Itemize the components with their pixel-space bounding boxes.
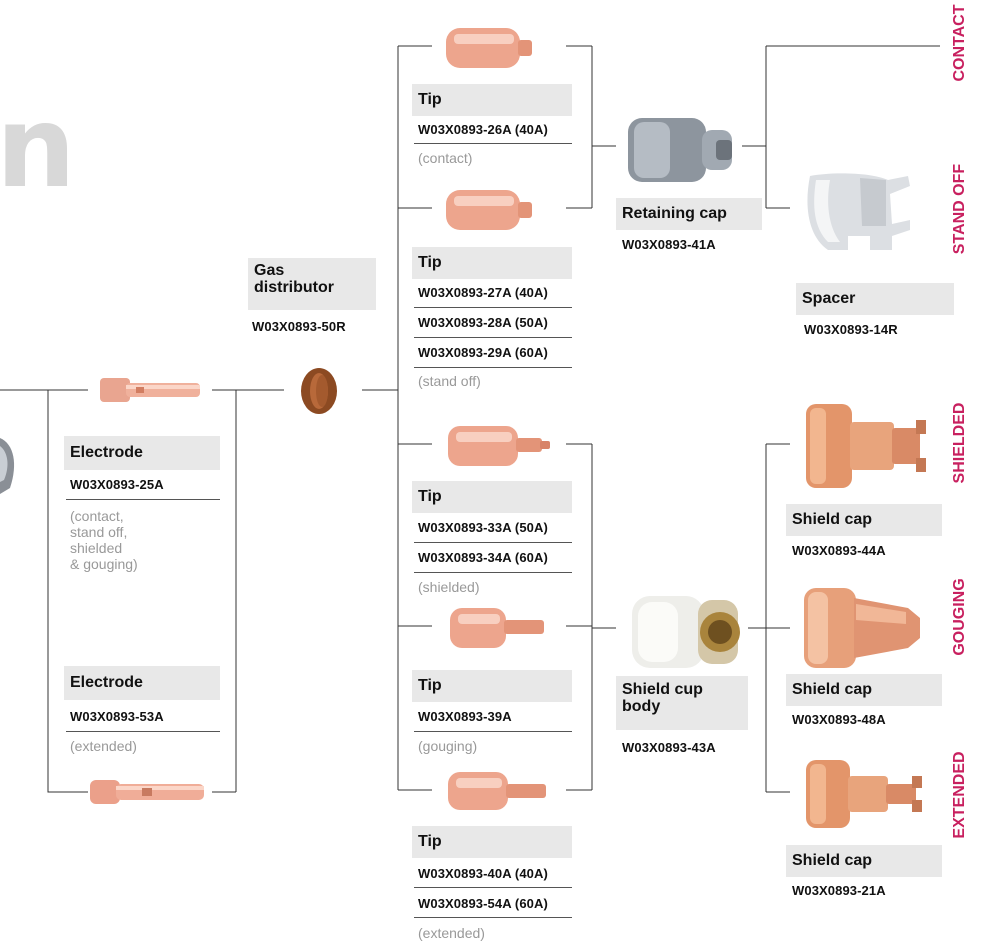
- shield-cap-shielded-image: [806, 404, 926, 488]
- tip-title: Tip: [412, 247, 572, 279]
- retaining-cap-image: [628, 118, 732, 182]
- shield-cap-code: W03X0893-48A: [792, 712, 886, 727]
- tip-code: W03X0893-33A (50A): [418, 520, 548, 535]
- tip-code: W03X0893-40A (40A): [418, 866, 548, 881]
- electrode-note: (extended): [70, 738, 137, 754]
- shield-cup-body-code: W03X0893-43A: [622, 740, 716, 755]
- tip-code: W03X0893-34A (60A): [418, 550, 548, 565]
- side-label-extended: EXTENDED: [951, 751, 968, 839]
- tip-shielded-image: [448, 426, 550, 466]
- electrode-title: Electrode: [64, 666, 220, 700]
- retaining-cap-title: Retaining cap: [616, 198, 762, 230]
- tip-code: W03X0893-27A (40A): [418, 285, 548, 300]
- shield-cap-code: W03X0893-44A: [792, 543, 886, 558]
- tip-note: (contact): [418, 150, 473, 166]
- gas-distributor-image: [301, 368, 337, 414]
- side-label-shielded: SHIELDED: [951, 402, 968, 484]
- spacer-title: Spacer: [796, 283, 954, 315]
- tip-note: (gouging): [418, 738, 478, 754]
- side-label-stand-off: STAND OFF: [951, 163, 968, 255]
- electrode-image: [100, 378, 200, 402]
- shield-cap-extended-image: [806, 760, 922, 828]
- tip-contact-image: [446, 28, 532, 68]
- electrode-code: W03X0893-25A: [70, 477, 164, 492]
- tip-code: W03X0893-26A (40A): [418, 122, 548, 137]
- shield-cup-body-title: Shield cup body: [616, 676, 748, 730]
- shield-cap-title: Shield cap: [786, 504, 942, 536]
- tip-note: (extended): [418, 925, 485, 941]
- shield-cap-title: Shield cap: [786, 845, 942, 877]
- shield-cap-gouging-image: [804, 588, 920, 668]
- tip-title: Tip: [412, 481, 572, 513]
- side-label-contact: CONTACT: [951, 4, 968, 82]
- gas-distributor-title: Gas distributor: [248, 258, 376, 310]
- tip-title: Tip: [412, 826, 572, 858]
- spacer-code: W03X0893-14R: [804, 322, 898, 337]
- tip-code: W03X0893-39A: [418, 709, 512, 724]
- shield-cap-title: Shield cap: [786, 674, 942, 706]
- torch-fragment: [0, 438, 15, 494]
- tip-code: W03X0893-29A (60A): [418, 345, 548, 360]
- electrode-title: Electrode: [64, 436, 220, 470]
- tip-standoff-image: [446, 190, 532, 230]
- electrode-code: W03X0893-53A: [70, 709, 164, 724]
- heading-fragment: n: [0, 83, 76, 213]
- tip-note: (stand off): [418, 373, 481, 389]
- tip-note: (shielded): [418, 579, 480, 595]
- shield-cup-body-image: [632, 596, 740, 668]
- tip-extended-image: [448, 772, 546, 810]
- tip-code: W03X0893-28A (50A): [418, 315, 548, 330]
- electrode-extended-image: [90, 780, 204, 804]
- spacer-image: [807, 173, 910, 250]
- retaining-cap-code: W03X0893-41A: [622, 237, 716, 252]
- tip-title: Tip: [412, 84, 572, 116]
- shield-cap-code: W03X0893-21A: [792, 883, 886, 898]
- gas-distributor-code: W03X0893-50R: [252, 319, 346, 334]
- electrode-note: (contact, stand off, shielded & gouging): [70, 508, 138, 572]
- tip-code: W03X0893-54A (60A): [418, 896, 548, 911]
- tip-gouging-image: [450, 608, 544, 648]
- tip-title: Tip: [412, 670, 572, 702]
- side-label-gouging: GOUGING: [951, 578, 968, 656]
